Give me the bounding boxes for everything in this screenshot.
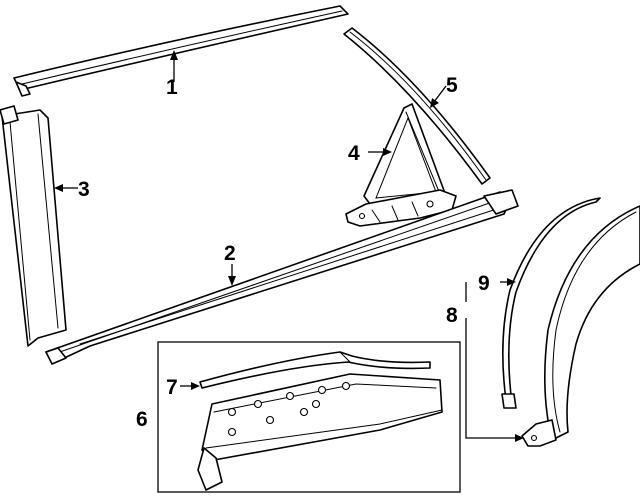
callout-4: 4 [348, 142, 360, 165]
callout-6: 6 [136, 408, 148, 431]
callout-2: 2 [224, 242, 236, 265]
callout-1: 1 [166, 76, 178, 99]
leader-5 [433, 85, 447, 103]
callout-5: 5 [446, 74, 458, 97]
arrow-7 [191, 382, 200, 390]
arrow-1 [170, 50, 178, 60]
callout-7: 7 [166, 376, 178, 399]
part-1-roof-molding [13, 5, 349, 97]
callout-3: 3 [78, 178, 90, 201]
part-7-molding-strip [199, 351, 431, 389]
detail-inset-box [157, 341, 461, 493]
callout-9: 9 [478, 272, 490, 295]
arrow-9 [507, 278, 516, 286]
part-6-lower-panel [197, 373, 443, 491]
arrow-2 [228, 276, 236, 286]
arrow-4 [383, 148, 392, 156]
part-3-pillar-applique [0, 105, 67, 347]
part-2-belt-molding [45, 189, 519, 365]
part-9-wheel-molding [501, 197, 601, 409]
part-4-quarter-seal [345, 103, 457, 227]
part-8-wheel-flare [521, 205, 640, 447]
arrow-8 [515, 434, 524, 442]
callout-8: 8 [446, 304, 458, 327]
leader-8 [465, 318, 516, 439]
arrow-5 [430, 98, 439, 108]
part-5-channel-strip [343, 27, 491, 185]
arrow-3 [54, 184, 63, 192]
